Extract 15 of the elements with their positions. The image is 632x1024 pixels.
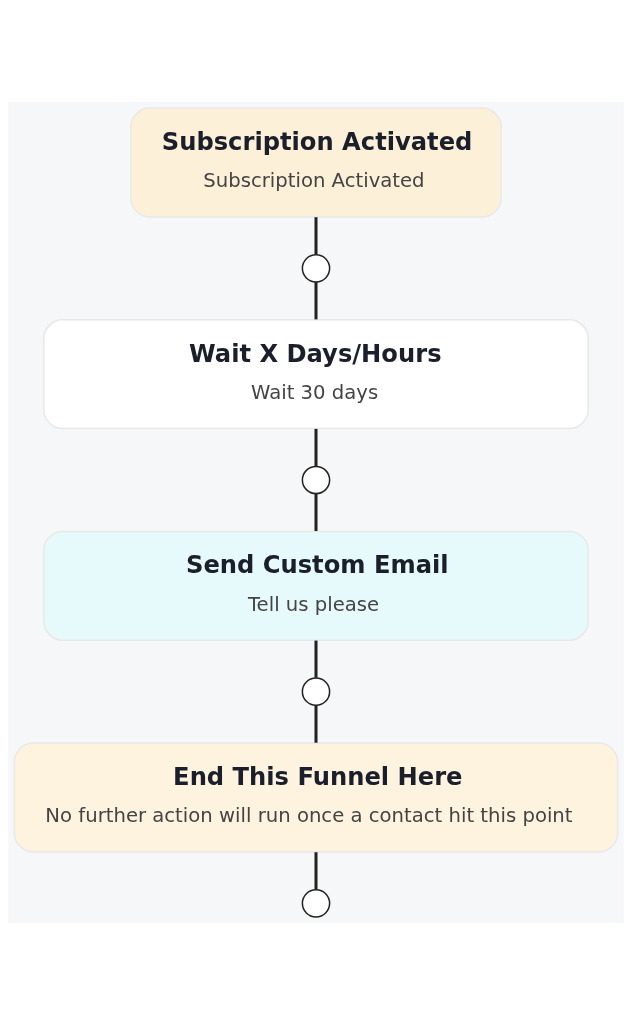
node-circle (301, 253, 331, 283)
node-box: Subscription Activated Subscription Activated (130, 106, 502, 218)
connector (314, 640, 318, 678)
connector (314, 216, 318, 254)
node-box: End This Funnel Here No further action will run once a contact hit this point (13, 741, 619, 853)
node-circle (301, 465, 331, 494)
node-circle (301, 888, 331, 918)
connector (314, 428, 318, 466)
connector (314, 493, 318, 531)
connector (314, 704, 318, 743)
connector (314, 281, 318, 319)
node-box: Wait X Days/Hours Wait 30 days (43, 318, 589, 429)
node-circle (301, 676, 331, 706)
node-box: Send Custom Email Tell us please (43, 530, 589, 641)
connector (314, 851, 318, 889)
